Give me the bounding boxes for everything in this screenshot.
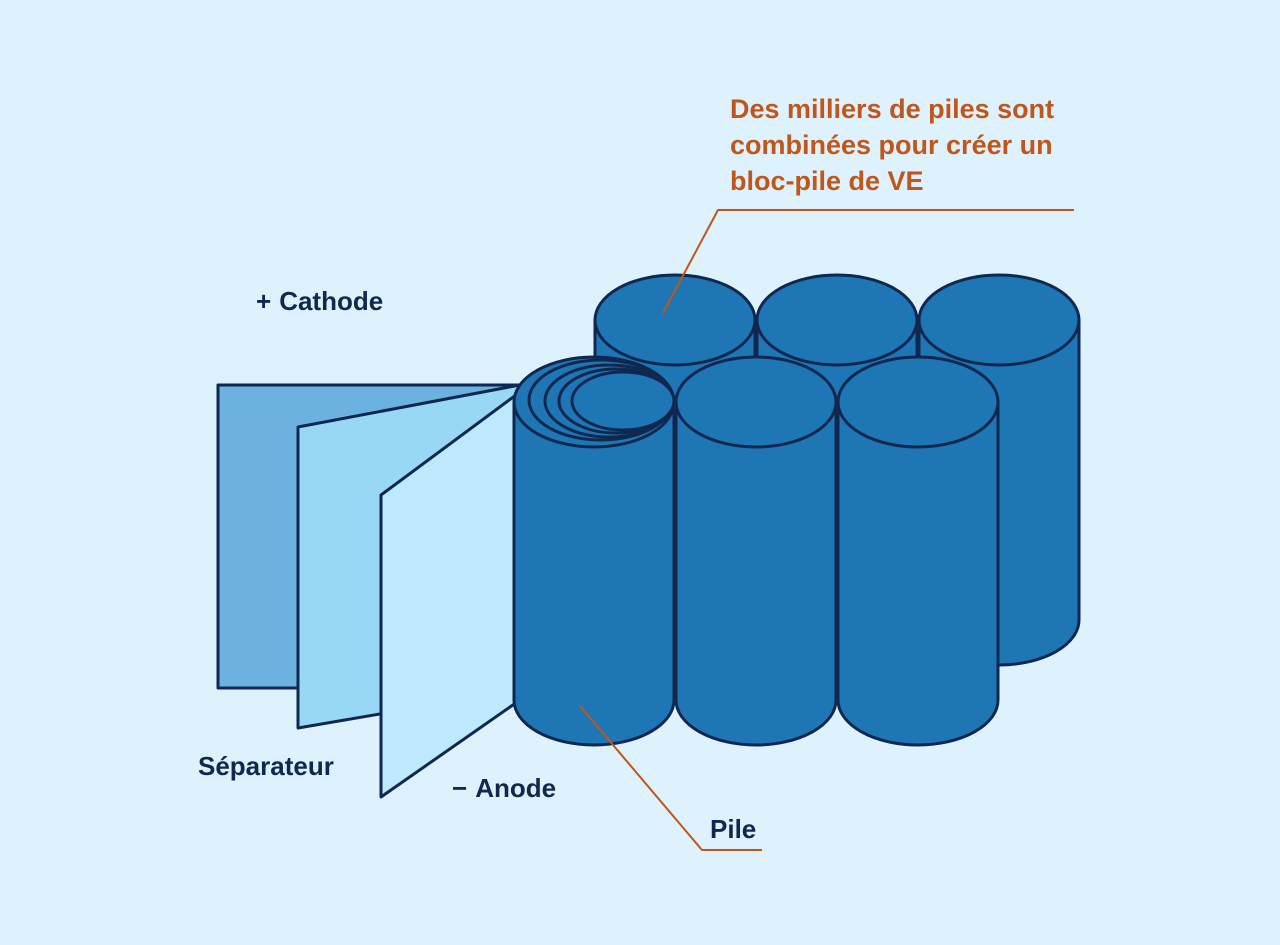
pack-callout-line-1: Des milliers de piles sont	[730, 94, 1055, 124]
cell-cylinder-front-2	[674, 355, 838, 747]
pack-callout-leader	[662, 209, 1074, 314]
cell-callout-leader	[579, 705, 762, 851]
pack-callout-line-3: bloc-pile de VE	[730, 166, 924, 196]
anode-label-text: Anode	[475, 773, 557, 803]
separator-label: Séparateur	[198, 751, 334, 781]
pack-callout-line-2: combinées pour créer un	[730, 130, 1053, 160]
cathode-label: +Cathode	[256, 286, 383, 317]
pack-callout-text: Des milliers de piles sont combinées pou…	[730, 91, 1090, 199]
cell-cylinder-front-3	[836, 355, 1000, 747]
cathode-label-text: Cathode	[279, 286, 384, 316]
anode-label: −Anode	[452, 773, 556, 804]
cell-cylinder-front-1	[512, 355, 676, 747]
minus-symbol: −	[452, 773, 468, 803]
plus-symbol: +	[256, 286, 272, 316]
cell-label: Pile	[710, 814, 757, 844]
